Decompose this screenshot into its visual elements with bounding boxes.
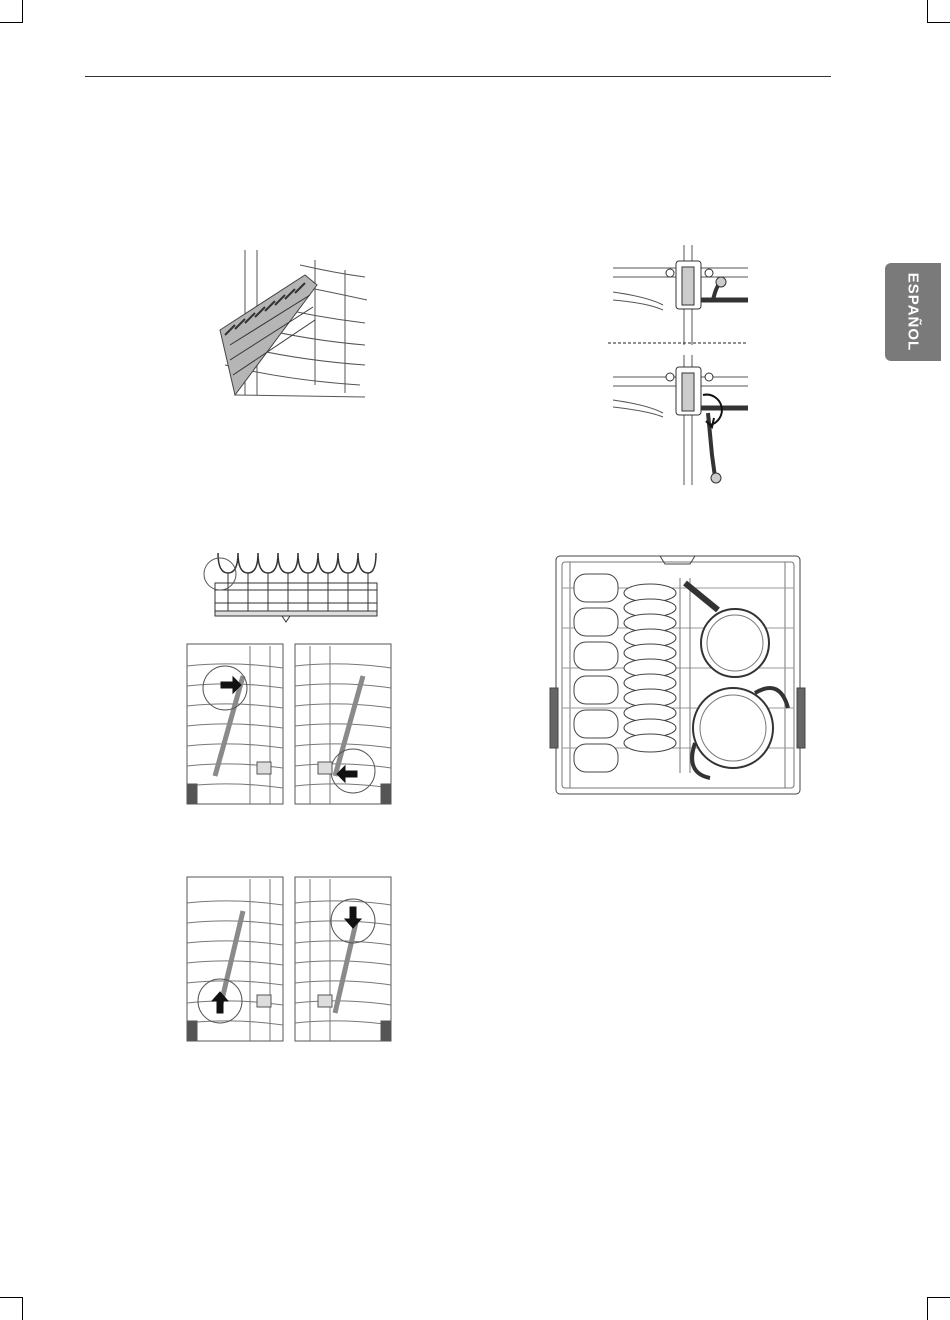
crop-mark-top-left-h	[0, 22, 23, 23]
crop-mark-bottom-left	[22, 1297, 23, 1320]
language-tab[interactable]: ESPAÑOL	[885, 263, 941, 361]
loaded-lower-rack-illustration	[550, 548, 805, 798]
crop-mark-top-left	[22, 0, 23, 23]
fold-down-tine-rack-illustration	[205, 245, 370, 405]
crop-mark-bottom-right-h	[927, 1297, 950, 1298]
crop-mark-top-right-h	[927, 22, 950, 23]
crop-mark-bottom-right	[927, 1297, 928, 1320]
rack-arrows-vertical-illustration	[185, 873, 395, 1043]
tine-row-detail-illustration	[200, 548, 380, 623]
rack-clip-adjust-illustration	[608, 245, 753, 490]
rack-arrows-inward-illustration	[185, 636, 395, 806]
language-tab-label: ESPAÑOL	[905, 273, 922, 351]
crop-mark-top-right	[927, 0, 928, 23]
crop-mark-bottom-left-h	[0, 1297, 23, 1298]
header-rule	[85, 76, 831, 77]
